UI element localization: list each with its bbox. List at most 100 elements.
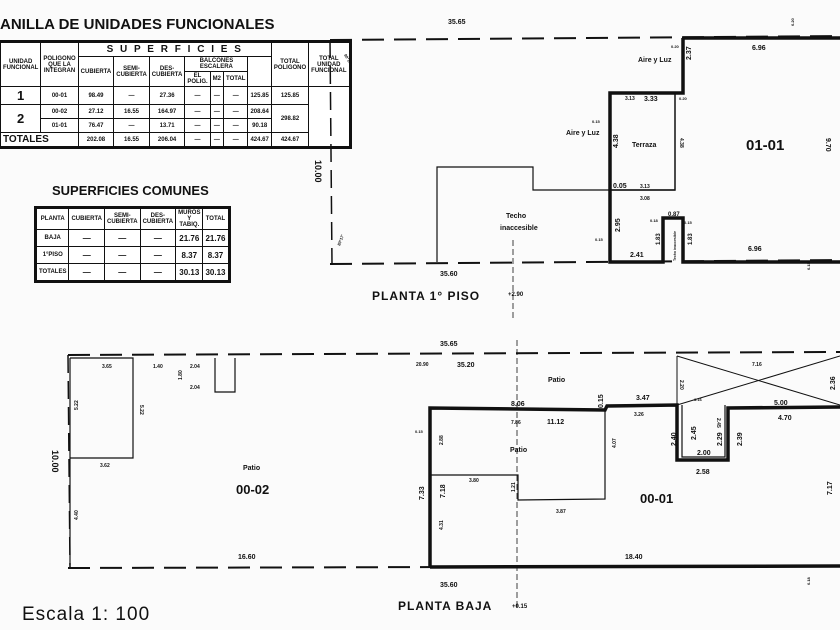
dim-label: 0.15: [595, 237, 604, 242]
dim-label: 8.06: [511, 401, 525, 408]
wall-outline: [608, 36, 840, 264]
dim-label: 2.20: [678, 380, 684, 390]
units-table: UNIDAD FUNCIONAL POLIGONO QUE LA INTEGRA…: [0, 40, 352, 149]
unit-label: 00-01: [640, 491, 673, 506]
dim-label: 1.40: [153, 364, 163, 370]
dim-label: 2.58: [696, 469, 710, 476]
header: TOTAL POLIGONO: [270, 41, 310, 87]
scale-label: Escala 1: 100: [22, 604, 151, 625]
dim-label: 4.38: [613, 134, 620, 148]
room-label: inaccesible: [500, 225, 538, 232]
dim-label: 4.40: [74, 510, 80, 520]
dim-label: 7.86: [511, 420, 521, 426]
dim-label: 0.18: [650, 218, 659, 223]
angle-label: 80°17': [336, 234, 345, 247]
dim-label: 2.00: [697, 450, 711, 457]
dim-label: 2.45: [715, 418, 721, 428]
patio-outline: [430, 410, 606, 501]
level-label: +0.15: [512, 604, 528, 610]
dim-label: 2.95: [615, 218, 622, 232]
lower-plan: [67, 340, 840, 610]
common-table: PLANTA CUBIERTA SEMI-CUBIERTA DES-CUBIER…: [34, 206, 231, 283]
dim-label: 3.80: [469, 478, 479, 484]
dim-label: 0.20: [790, 17, 795, 26]
dim-label: 1.83: [656, 233, 662, 245]
roof-outline: [436, 166, 675, 262]
dim-label: 1.80: [178, 370, 184, 380]
dim-label: 35.20: [457, 362, 475, 369]
dim-label: 6.96: [748, 246, 762, 253]
dim-label: 4.31: [439, 520, 445, 530]
dim-label: 2.45: [691, 426, 698, 440]
dim-label: 0.05: [613, 183, 627, 190]
table-row: 2 00-02 27.12 16.55 164.97 — — — 208.64 …: [0, 104, 350, 133]
room-label: Patio: [243, 465, 260, 472]
dim-label: 18.40: [625, 554, 643, 561]
dim-label: 4.38: [678, 138, 684, 148]
dim-label: 3.08: [640, 196, 650, 202]
dim-label: 2.04: [190, 385, 200, 391]
dim-label: 3.13: [625, 96, 635, 102]
unit-00-01-walls: [428, 403, 840, 569]
dim-label: 3.87: [556, 509, 566, 515]
dim-label: 3.47: [636, 395, 650, 402]
dim-label: 1.21: [511, 482, 517, 492]
plan-title: PLANTA BAJA: [398, 599, 492, 613]
dim-label: 5.22: [138, 405, 144, 415]
property-line-top: [67, 351, 840, 356]
level-label: +2.90: [508, 292, 524, 298]
header: UNIDAD FUNCIONAL: [0, 41, 42, 87]
dim-label: 0.15: [592, 119, 601, 124]
upper-plan: [329, 35, 840, 320]
header: POLIGONO QUE LA INTEGRAN: [40, 41, 79, 87]
property-line-left: [329, 39, 333, 265]
dim-label: 10.00: [313, 160, 323, 183]
room-label: Techo inaccesible: [673, 231, 677, 261]
dim-label: 0.15: [684, 220, 693, 225]
dim-label: 2.36: [830, 376, 837, 390]
dim-label: 3.33: [644, 96, 658, 103]
dim-label: 7.17: [827, 481, 834, 495]
dim-label: 4.70: [778, 415, 792, 422]
dim-label: 11.12: [547, 419, 564, 426]
unit-label: 01-01: [746, 137, 784, 154]
dim-label: 2.41: [630, 252, 644, 259]
dim-label: 7.33: [419, 486, 426, 500]
shaft-outline: [681, 405, 726, 458]
dim-label: 0.87: [668, 212, 680, 218]
dim-label: 3.65: [102, 364, 112, 370]
dim-label: 5.22: [74, 400, 80, 410]
room-label: Terraza: [632, 142, 656, 149]
dim-label: 3.13: [640, 184, 650, 190]
dim-label: 3.16: [694, 397, 703, 402]
lower-plan-labels: 35.65 35.60 20.90 35.20 3.65 1.40 2.04 2…: [50, 341, 837, 613]
room-label: Techo: [506, 213, 526, 220]
dim-label: 3.26: [634, 412, 644, 418]
header: SEMI-CUBIERTA: [113, 56, 150, 87]
totals-row: TOTALES 202.08 16.55 206.04 — — — 424.67…: [0, 132, 350, 148]
angle-label: 80°17': [343, 53, 353, 65]
dim-label: 0.20: [679, 96, 688, 101]
dim-label: 9.70: [824, 138, 831, 152]
dim-label: 2.37: [686, 46, 693, 60]
dim-label: 7.18: [440, 484, 447, 498]
plan-title: PLANTA 1° PISO: [372, 289, 480, 303]
table-row: 1 00-01 98.49 — 27.36 — — — 125.85 125.8…: [0, 86, 350, 105]
dim-label: 16.60: [238, 554, 256, 561]
dim-label: 5.00: [774, 400, 788, 407]
upper-plan-labels: 35.65 35.60 10.00 6.96 6.96 9.70 2.37 3.…: [313, 17, 831, 303]
dim-label: 20.90: [416, 362, 429, 368]
dim-label: 6.96: [752, 45, 766, 52]
room-label: Aire y Luz: [566, 130, 600, 137]
common-table-title: SUPERFICIES COMUNES: [52, 183, 209, 198]
dim-label: 2.04: [190, 364, 200, 370]
room-label: Patio: [548, 377, 565, 384]
dim-label: 35.65: [440, 341, 458, 348]
dim-label: 4.07: [612, 438, 618, 448]
room-label: Patio: [510, 447, 527, 454]
dim-label: 2.39: [737, 432, 744, 446]
